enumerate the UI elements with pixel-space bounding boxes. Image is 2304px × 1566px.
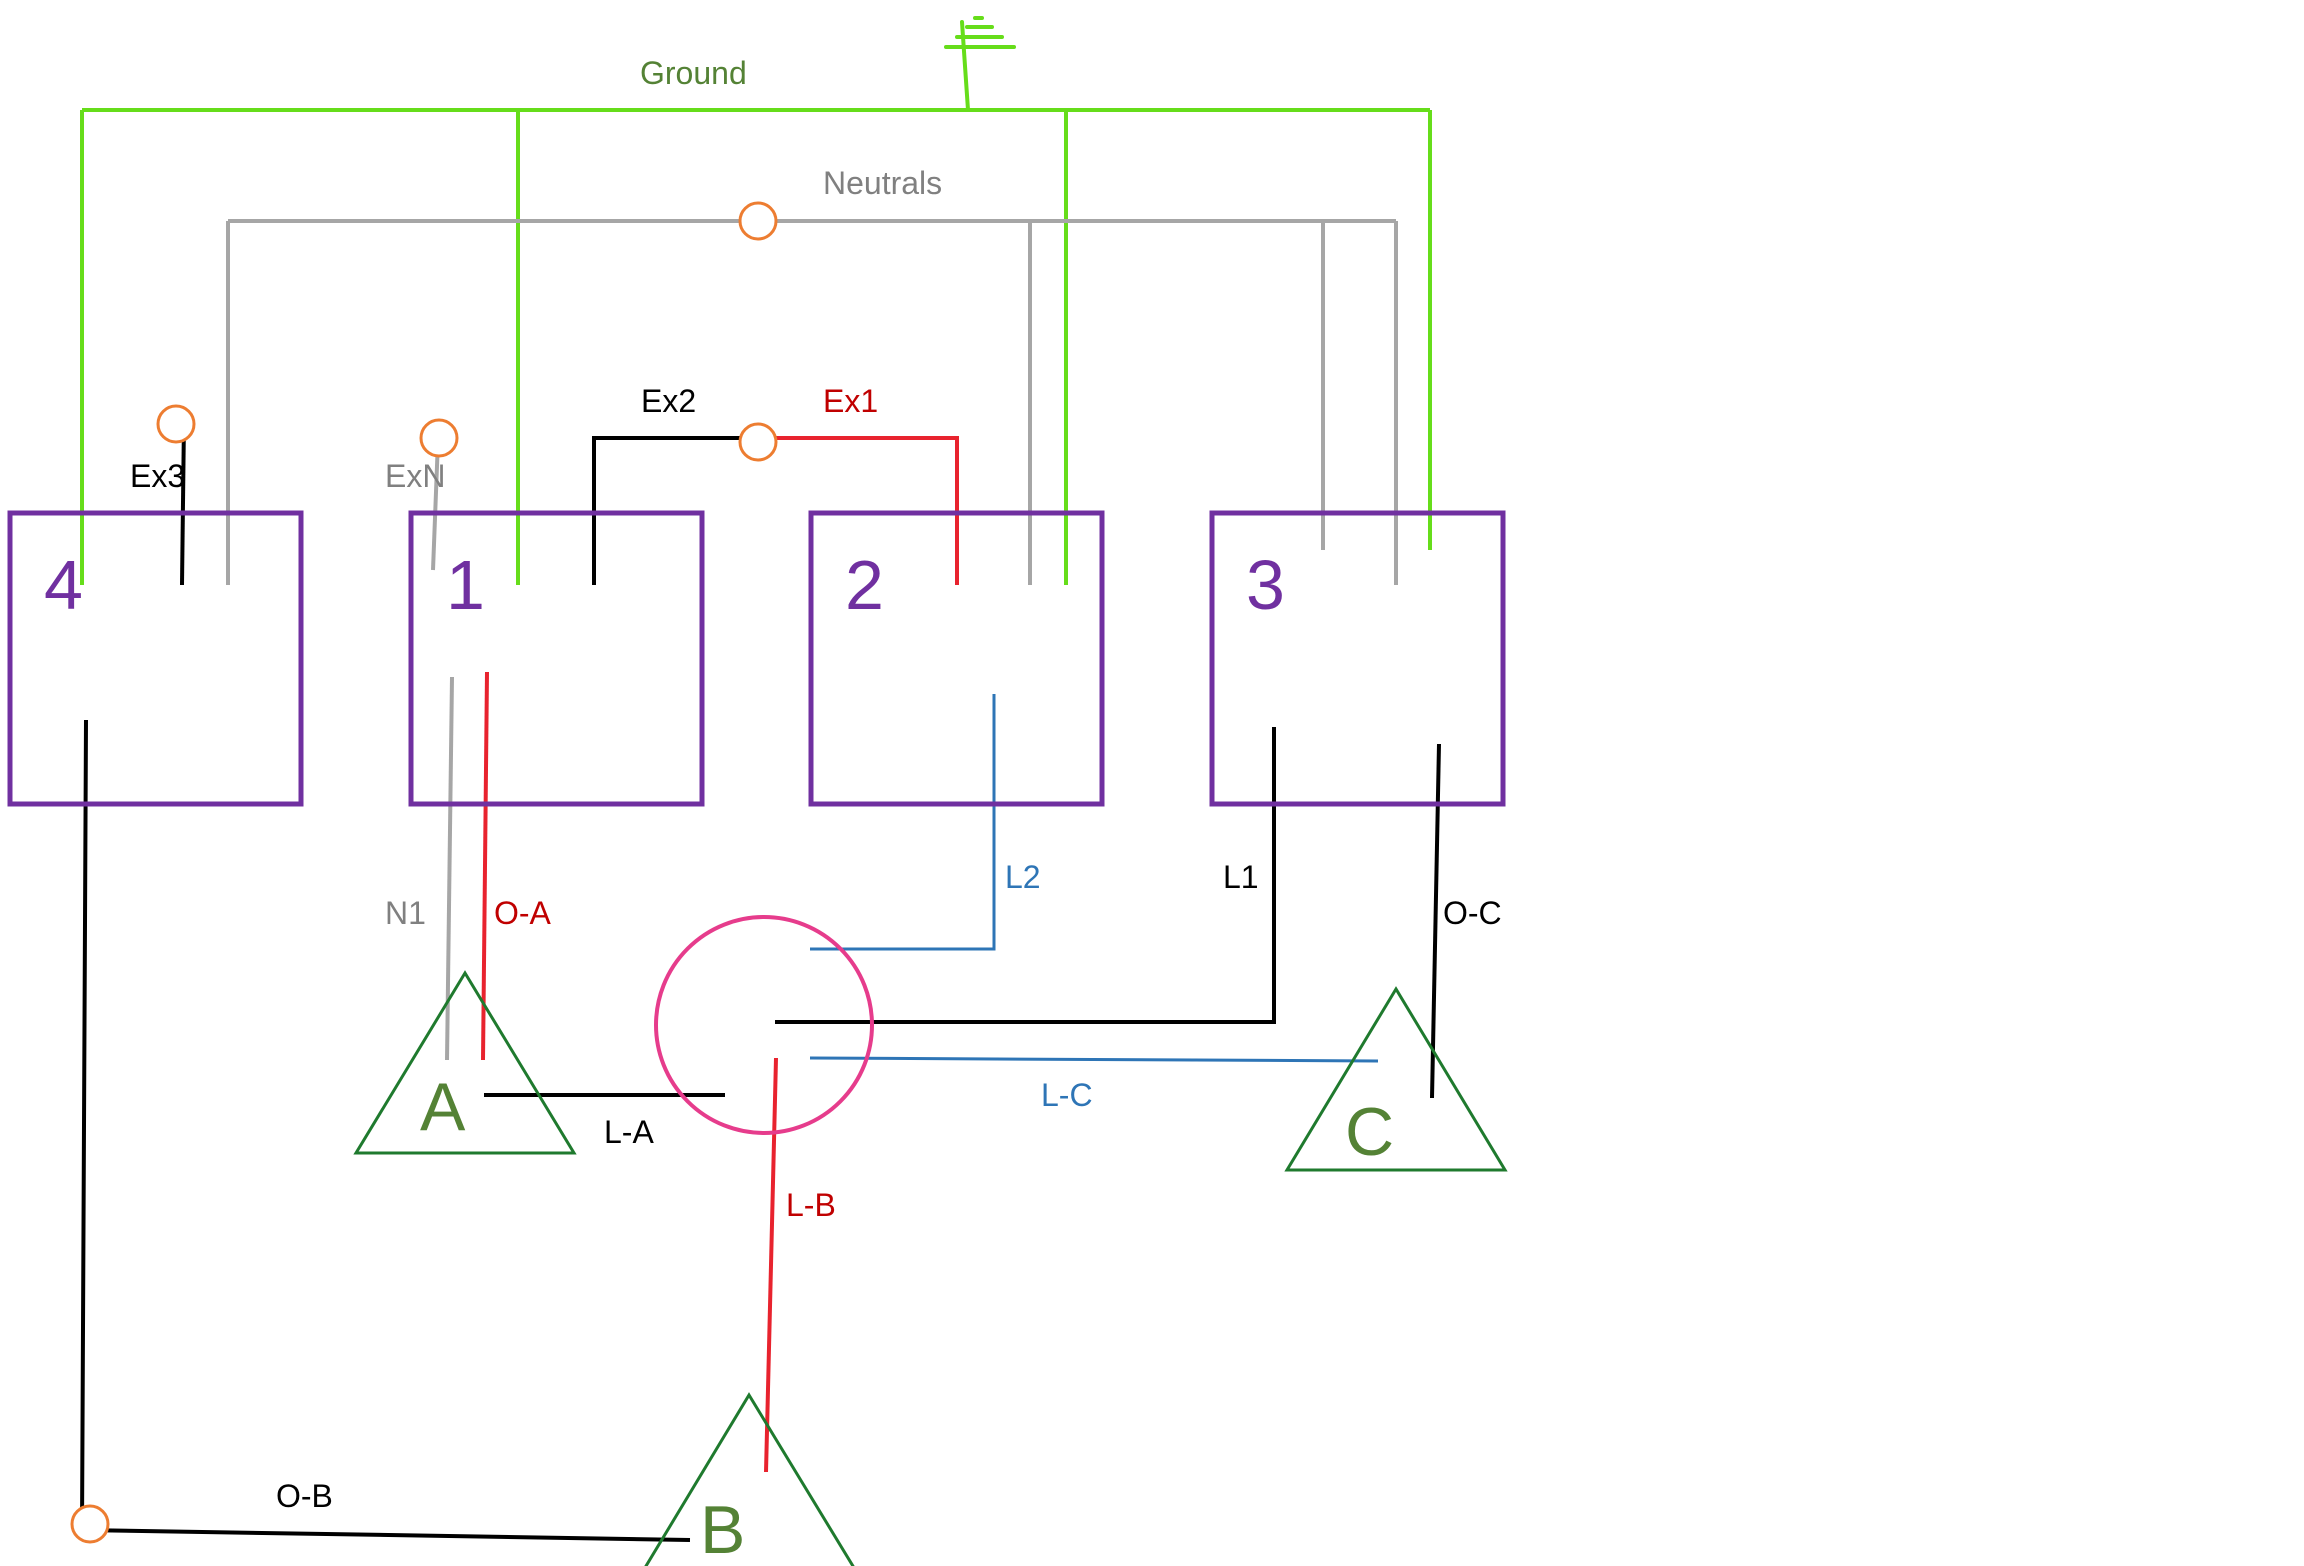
blue-wires: [809, 694, 1379, 1063]
junction-neutrals: [738, 201, 778, 241]
neutrals-label: Neutrals: [823, 165, 942, 201]
wire-l-b: [764, 1057, 778, 1473]
hub-circle: [654, 915, 874, 1135]
loads: [353, 970, 1508, 1566]
wire-o-c: [1430, 743, 1441, 1099]
wire-l-c: [809, 1056, 1379, 1063]
n1-label: N1: [385, 895, 426, 931]
load-c-label: C: [1345, 1094, 1394, 1170]
wire-n1: [445, 676, 454, 1061]
box-1: [408, 510, 705, 807]
box-2: [808, 510, 1105, 807]
wire-o-b: [79, 719, 691, 1542]
box-2-number: 2: [845, 546, 884, 624]
wire-ex2: [592, 436, 752, 585]
neutral-bus: [226, 219, 1398, 1061]
l-c-label: L-C: [1041, 1077, 1093, 1113]
ex2-label: Ex2: [641, 383, 696, 419]
l-b-label: L-B: [786, 1187, 836, 1223]
wire-ex3: [180, 419, 186, 586]
wire-o-a: [481, 671, 489, 1061]
ex3-label: Ex3: [130, 458, 185, 494]
junctions: [70, 201, 778, 1544]
junction-ex3: [156, 404, 196, 444]
l1-label: L1: [1223, 859, 1259, 895]
ex1-label: Ex1: [823, 383, 878, 419]
ground-symbol-icon: [944, 16, 1016, 112]
red-wires: [481, 436, 959, 1473]
junction-ex1-ex2: [738, 422, 778, 462]
o-a-label: O-A: [494, 895, 552, 931]
box-4: [7, 510, 304, 807]
boxes: [7, 510, 1506, 807]
wire-ex1: [776, 436, 959, 585]
wire-exn: [431, 439, 440, 571]
box-3: [1209, 510, 1506, 807]
l2-label: L2: [1005, 859, 1041, 895]
load-b-label: B: [700, 1492, 745, 1566]
load-a-label: A: [420, 1069, 466, 1145]
wire-l2: [810, 694, 996, 951]
l-a-label: L-A: [604, 1114, 654, 1150]
ground-bus: [80, 108, 1432, 585]
junction-exn: [419, 418, 459, 458]
junction-o-b: [70, 1504, 110, 1544]
box-3-number: 3: [1246, 546, 1285, 624]
load-b-triangle: [644, 1392, 855, 1566]
o-c-label: O-C: [1443, 895, 1502, 931]
ground-label: Ground: [640, 55, 747, 91]
load-c-triangle: [1284, 986, 1508, 1172]
load-a-triangle: [353, 970, 577, 1155]
o-b-label: O-B: [276, 1478, 333, 1514]
wire-l1: [775, 727, 1276, 1024]
box-4-number: 4: [44, 546, 83, 624]
box-1-number: 1: [446, 546, 485, 624]
exn-label: ExN: [385, 458, 445, 494]
black-wires: [79, 419, 1441, 1542]
